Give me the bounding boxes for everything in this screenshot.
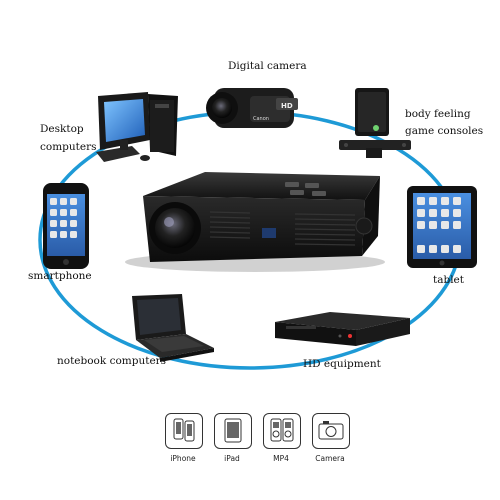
smartphone-image [43,183,89,269]
compatibility-icons: iPhone iPad MP4 Camera [165,413,355,473]
iphone-caption: iPhone [170,454,196,463]
projector [125,172,385,272]
iphone-icon [165,413,203,449]
camera-caption: Camera [315,454,345,463]
label-smartphone: smartphone [28,270,92,282]
mp4-icon [263,413,301,449]
tablet-image [407,186,477,268]
label-digital-camera: Digital camera [228,60,307,72]
desktop-computer-image [96,92,178,162]
label-hd-equipment: HD equipment [303,358,381,370]
camera-brand: Canon [253,116,269,122]
camera-hd-badge: HD [281,102,293,110]
ipad-caption: iPad [224,454,240,463]
mp4-caption: MP4 [273,454,289,463]
label-notebook: notebook computers [57,355,167,367]
label-computers: computers [40,141,97,153]
digital-camera-image: Canon HD [206,88,298,128]
camera-icon [312,413,350,449]
ipad-icon [214,413,252,449]
hd-equipment-image [275,312,410,346]
label-game-consoles: game consoles [405,125,484,137]
notebook-computer-image [132,294,214,362]
label-body-feeling: body feeling [405,108,471,120]
label-desktop: Desktop [40,123,84,135]
label-tablet: tablet [433,274,464,286]
game-console-image [339,88,411,158]
